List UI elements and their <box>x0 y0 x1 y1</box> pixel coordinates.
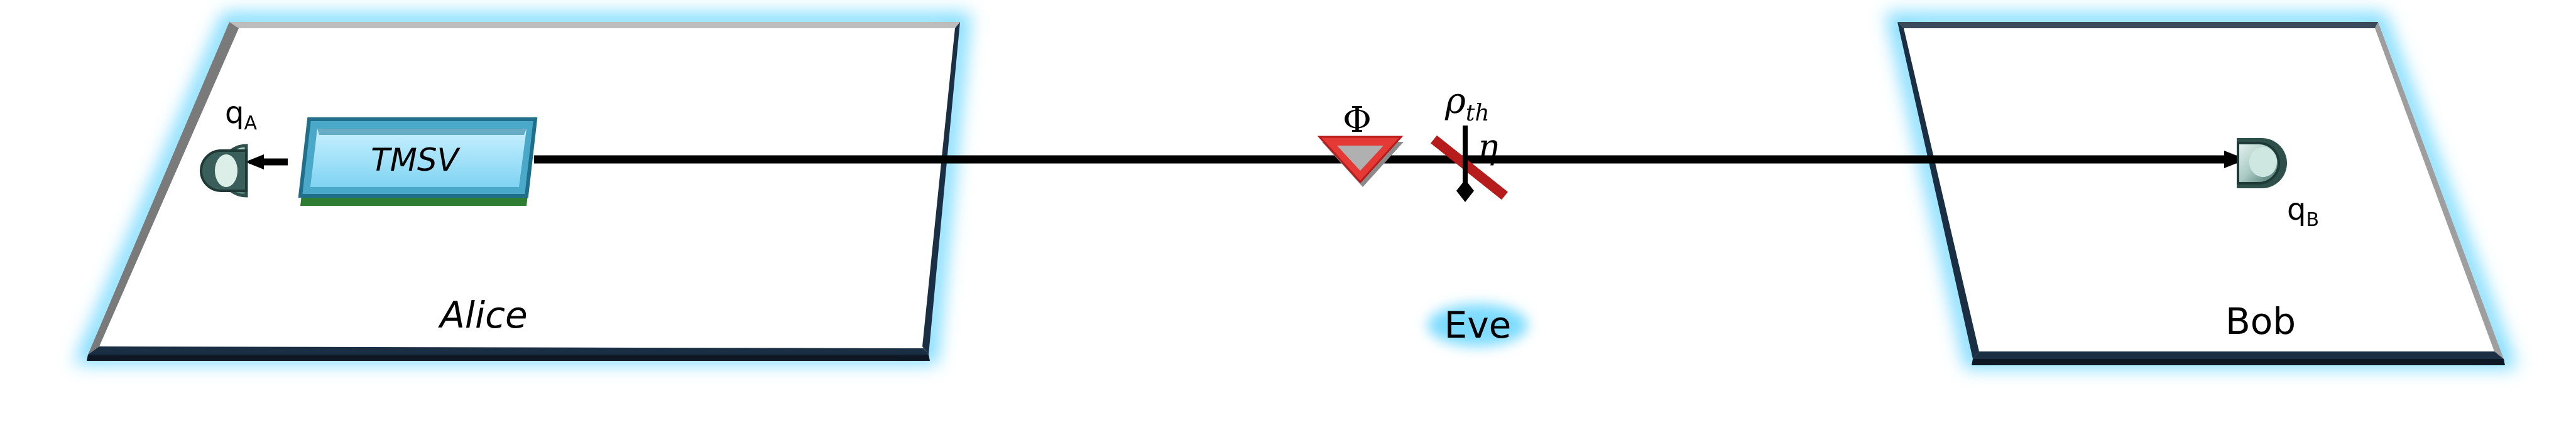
phase-shifter-icon <box>1317 136 1404 187</box>
arrow-to-alice-icon <box>245 154 264 169</box>
arrow-to-bob-icon <box>2224 151 2246 168</box>
thermal-state-label: ρth <box>1444 81 1490 126</box>
tmsv-label: TMSV <box>371 142 461 178</box>
bob-detector-icon <box>2237 138 2287 188</box>
alice-detector-label: qA <box>225 95 257 134</box>
tmsv-source: TMSV <box>298 117 538 206</box>
bob-detector-label: qB <box>2287 192 2319 231</box>
transmissivity-label: η <box>1478 127 1498 166</box>
alice-detector-icon <box>200 144 248 198</box>
bob-label: Bob <box>2225 300 2296 343</box>
alice-label: Alice <box>437 294 527 336</box>
phase-label: Φ <box>1343 100 1372 141</box>
eve-label-group: Eve <box>1427 304 1528 346</box>
bob-box <box>1886 13 2518 368</box>
beam-splitter-icon <box>1431 126 1508 202</box>
eve-label: Eve <box>1444 304 1512 346</box>
